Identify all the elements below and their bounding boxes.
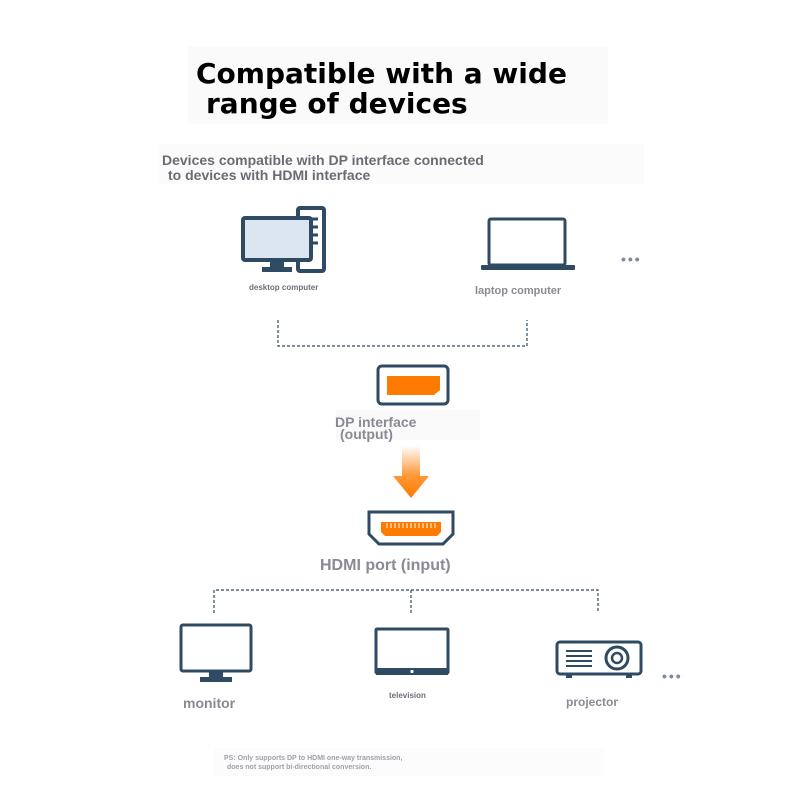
title-line-2: range of devices [206, 87, 468, 120]
dp-label-line-2: (output) [340, 426, 393, 442]
subtitle-line-1: Devices compatible with DP interface con… [162, 152, 484, 168]
hdmi-label: HDMI port (input) [320, 557, 451, 574]
television-label: television [389, 691, 426, 700]
dp-label-line-1: DP interface [335, 414, 417, 430]
target-connector-lines [213, 589, 599, 613]
projector-icon [554, 638, 644, 682]
footnote-bg [214, 748, 604, 776]
dp-port-icon [376, 364, 450, 406]
title-line-1: Compatible with a wide [196, 57, 567, 90]
monitor-icon [178, 622, 254, 684]
subtitle-box [158, 144, 644, 184]
dp-label-bg [336, 410, 480, 440]
desktop-computer-icon [240, 205, 330, 277]
monitor-label: monitor [183, 695, 236, 711]
footnote-line-2: does not support bi-directional conversi… [227, 764, 372, 771]
footnote-line-1: PS: Only supports DP to HDMI one-way tra… [224, 755, 403, 762]
arrow-down-icon [392, 444, 430, 500]
laptop-computer-label: laptop computer [475, 285, 562, 297]
more-sources-ellipsis: ••• [621, 251, 642, 267]
hdmi-port-icon [366, 508, 456, 548]
projector-label: projector [566, 695, 619, 709]
title-box [188, 46, 608, 124]
desktop-computer-label: desktop computer [249, 283, 319, 292]
source-connector-lines [277, 320, 528, 347]
more-targets-ellipsis: ••• [662, 668, 683, 684]
subtitle-line-2: to devices with HDMI interface [168, 167, 371, 183]
laptop-computer-icon [480, 216, 576, 274]
television-icon [373, 626, 451, 684]
